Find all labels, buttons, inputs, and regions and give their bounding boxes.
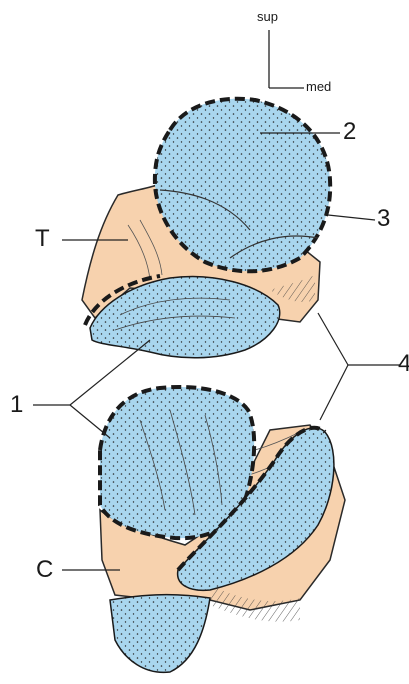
medial-label: med	[306, 80, 331, 93]
calcaneus-label: C	[36, 558, 53, 582]
superior-label: sup	[257, 10, 278, 23]
talus-label: T	[35, 227, 50, 251]
label-three: 3	[377, 207, 390, 231]
label-one: 1	[10, 393, 23, 417]
orientation-indicator	[269, 30, 304, 88]
calcaneal-inferior-surface	[110, 595, 210, 673]
label-two: 2	[343, 120, 356, 144]
talar-dome-surface	[155, 99, 330, 272]
label-four: 4	[398, 352, 409, 376]
